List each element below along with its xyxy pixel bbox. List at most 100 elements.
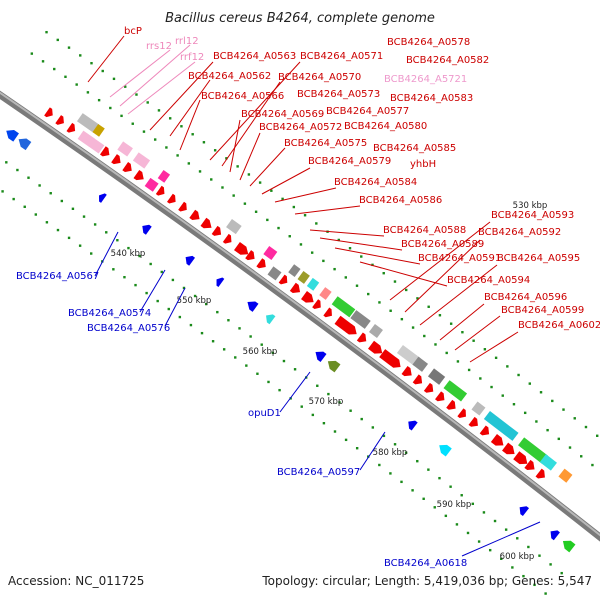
gene-label[interactable]: opuD1	[248, 408, 281, 419]
gene-label[interactable]: BCB4264_A0562	[188, 71, 271, 82]
gene-label[interactable]: BCB4264_A0586	[359, 195, 442, 206]
ring-dot	[124, 85, 127, 88]
forward-gene	[189, 209, 200, 220]
ring-dot	[546, 428, 549, 432]
ring-dot	[416, 297, 419, 300]
forward-gene	[178, 201, 187, 212]
gene-label[interactable]: BCB4264_A0583	[390, 93, 473, 104]
forward-gene	[44, 107, 53, 118]
forward-gene	[245, 250, 255, 261]
ring-dot	[176, 154, 179, 157]
ring-dot	[348, 247, 352, 250]
ring-dot	[389, 309, 392, 312]
forward-gene	[66, 122, 76, 133]
gene-label[interactable]: BCB4264_A0591	[418, 253, 501, 264]
ring-dot	[187, 162, 191, 165]
ring-dot	[165, 146, 168, 149]
forward-gene	[368, 340, 383, 354]
ring-dot	[145, 291, 148, 295]
ring-dot	[516, 537, 519, 540]
ring-dot	[445, 351, 448, 355]
gene-label[interactable]: BCB4264_A0577	[326, 106, 409, 117]
gene-label[interactable]: BCB4264_A0582	[406, 55, 489, 66]
forward-gene	[319, 287, 332, 300]
ring-dot	[167, 307, 170, 311]
ring-dot	[455, 523, 459, 526]
gene-label[interactable]: BCB4264_A0594	[447, 275, 530, 286]
gene-label[interactable]: BCB4264_A0567	[16, 271, 99, 282]
forward-gene	[323, 307, 332, 318]
gene-label[interactable]: BCB4264_A0569	[241, 109, 324, 120]
ring-dot	[210, 178, 213, 181]
gene-label[interactable]: rrf12	[180, 52, 204, 63]
gene-label[interactable]: yhbH	[410, 159, 436, 170]
ring-dot	[471, 502, 475, 506]
gene-label[interactable]: BCB4264_A0571	[300, 51, 383, 62]
ring-dot	[53, 67, 56, 71]
gene-label[interactable]: BCB4264_A0572	[259, 122, 342, 133]
leader-line	[164, 287, 186, 327]
ring-dot	[149, 262, 152, 266]
ring-dot	[338, 401, 341, 404]
gene-label[interactable]: BCB4264_A0597	[277, 467, 360, 478]
forward-gene	[297, 271, 310, 284]
ring-dot	[315, 222, 318, 225]
gene-label[interactable]: rrs12	[146, 41, 172, 52]
ring-dot	[156, 299, 159, 303]
gene-label[interactable]: BCB4264_A0574	[68, 308, 151, 319]
forward-gene	[435, 391, 445, 402]
gene-label[interactable]: BCB4264_A0566	[201, 91, 284, 102]
ring-dot	[256, 372, 259, 375]
ring-dot	[466, 531, 470, 535]
ring-dot	[355, 284, 359, 287]
ring-dot	[479, 377, 482, 380]
ring-dot	[267, 380, 270, 384]
ring-dot	[182, 286, 186, 290]
gene-label[interactable]: BCB4264_A0578	[387, 37, 470, 48]
gene-label[interactable]: BCB4264_A0596	[484, 292, 567, 303]
ring-dot	[472, 339, 475, 342]
ring-dot	[82, 215, 86, 218]
gene-label[interactable]: rrl12	[175, 36, 199, 47]
gene-label[interactable]: BCB4264_A5721	[384, 74, 467, 85]
forward-gene	[479, 425, 490, 436]
leader-line	[139, 269, 166, 313]
gene-label[interactable]: BCB4264_A0599	[501, 305, 584, 316]
ring-dot	[539, 391, 543, 394]
gene-label[interactable]: bcP	[124, 26, 142, 37]
forward-gene	[390, 357, 401, 368]
ring-dot	[56, 38, 59, 42]
gene-label[interactable]: BCB4264_A0593	[491, 210, 574, 221]
gene-label[interactable]: BCB4264_A0618	[384, 558, 467, 569]
gene-label[interactable]: BCB4264_A0592	[478, 227, 561, 238]
gene-label[interactable]: BCB4264_A0576	[87, 323, 170, 334]
ring-dot	[562, 408, 565, 411]
ring-dot	[416, 459, 419, 463]
gene-label[interactable]: BCB4264_A0570	[278, 72, 361, 83]
leader-line	[404, 239, 481, 313]
ring-dot	[45, 221, 49, 224]
gene-label[interactable]: BCB4264_A0602	[518, 320, 600, 331]
gene-label[interactable]: BCB4264_A0580	[344, 121, 427, 132]
ring-dot	[90, 61, 93, 65]
ring-dot	[16, 168, 19, 172]
forward-gene	[92, 123, 105, 137]
gene-label[interactable]: BCB4264_A0563	[213, 51, 296, 62]
forward-gene	[331, 296, 356, 318]
ring-dot	[112, 268, 115, 271]
gene-label[interactable]: BCB4264_A0584	[334, 177, 417, 188]
ring-dot	[422, 497, 425, 501]
forward-gene	[312, 299, 321, 309]
ring-dot	[549, 563, 552, 566]
ring-dot	[205, 302, 208, 306]
gene-label[interactable]: BCB4264_A0575	[284, 138, 367, 149]
gene-label[interactable]: BCB4264_A0573	[297, 89, 380, 100]
gene-label[interactable]: BCB4264_A0579	[308, 156, 391, 167]
gene-label[interactable]: BCB4264_A0595	[497, 253, 580, 264]
gene-label[interactable]: BCB4264_A0589	[401, 239, 484, 250]
forward-gene	[412, 374, 423, 385]
gene-label[interactable]: BCB4264_A0585	[373, 143, 456, 154]
gene-label[interactable]: BCB4264_A0588	[383, 225, 466, 236]
forward-gene	[490, 434, 504, 446]
